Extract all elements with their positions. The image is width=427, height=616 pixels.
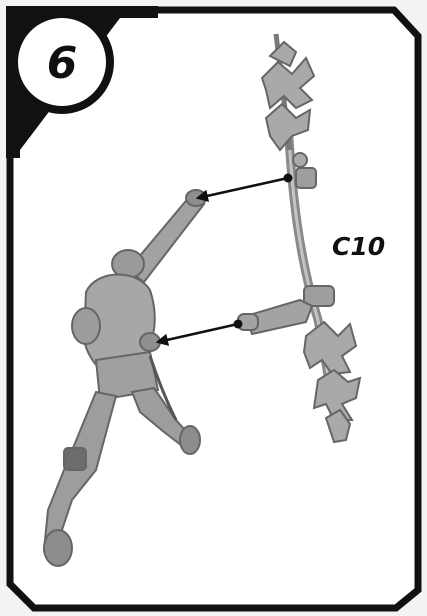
step-number-badge: 6: [10, 10, 114, 114]
arm-socket-lower: [140, 333, 160, 351]
part-label-c10: C10: [332, 232, 385, 261]
step-number: 6: [47, 38, 78, 89]
